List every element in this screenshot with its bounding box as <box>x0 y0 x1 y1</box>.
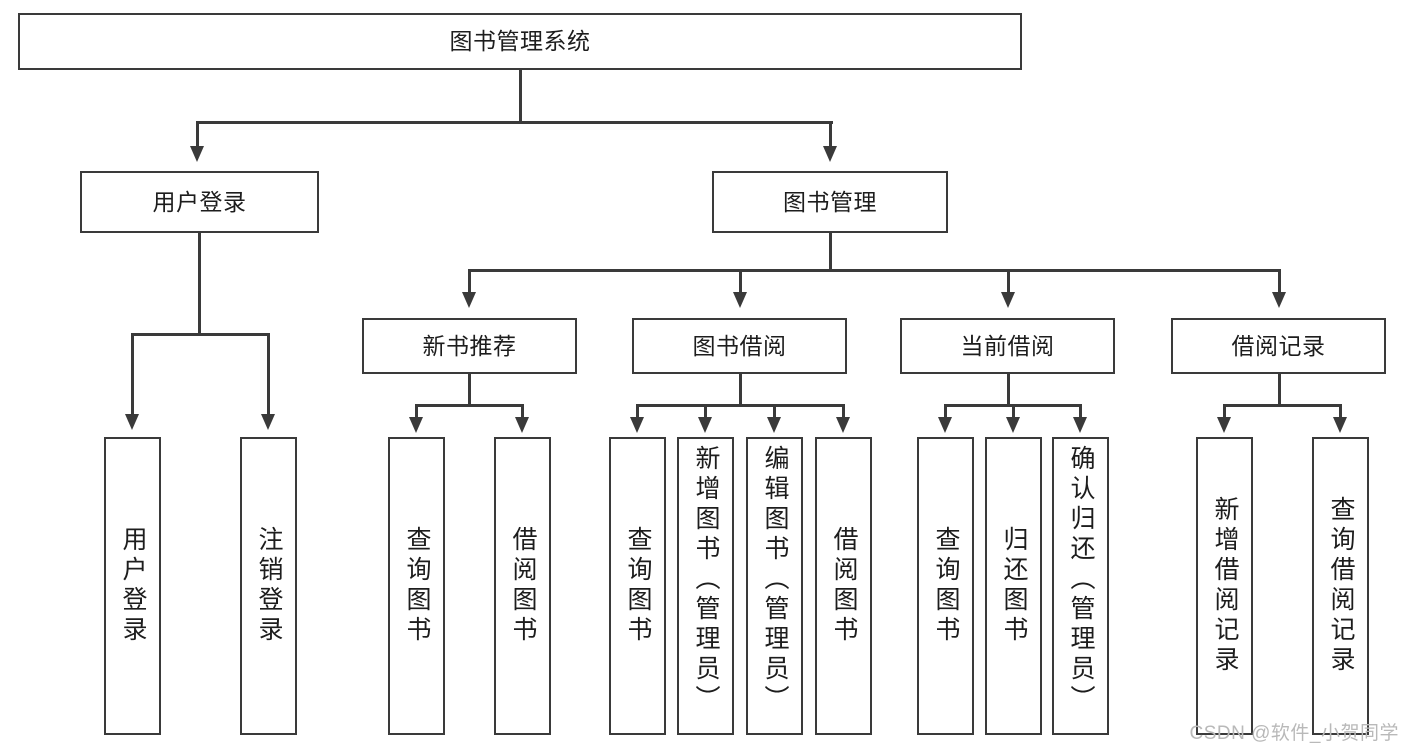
connector-root-down <box>519 70 522 123</box>
node-label: 新增借阅记录 <box>1211 496 1239 676</box>
connector-current-borrow-child-2 <box>1012 404 1015 420</box>
arrowhead-user-login-child-2 <box>261 414 275 430</box>
node-book-borrow[interactable]: 图书借阅 <box>632 318 847 374</box>
node-label: 新增图书（管理员） <box>692 445 720 715</box>
node-label: 图书借阅 <box>692 332 787 359</box>
arrowhead-to-borrow-record <box>1272 292 1286 308</box>
connector-to-book-manage <box>829 121 832 149</box>
leaf-query-book-current[interactable]: 查询图书 <box>917 437 974 735</box>
node-label: 注销登录 <box>255 526 283 646</box>
connector-current-borrow-child-1 <box>944 404 947 420</box>
arrowhead-book-borrow-child-2 <box>698 417 712 433</box>
node-label: 查询图书 <box>932 526 960 646</box>
connector-book-borrow-child-2 <box>704 404 707 420</box>
node-label: 编辑图书（管理员） <box>761 445 789 715</box>
leaf-borrow-book-new[interactable]: 借阅图书 <box>494 437 551 735</box>
leaf-return-book[interactable]: 归还图书 <box>985 437 1042 735</box>
connector-borrow-record-down <box>1278 374 1281 406</box>
arrowhead-current-borrow-child-2 <box>1006 417 1020 433</box>
node-label: 借阅图书 <box>830 526 858 646</box>
connector-book-borrow-down <box>739 374 742 406</box>
node-label: 确认归还（管理员） <box>1067 445 1095 715</box>
leaf-confirm-return-admin[interactable]: 确认归还（管理员） <box>1052 437 1109 735</box>
arrowhead-book-borrow-child-3 <box>767 417 781 433</box>
connector-book-manage-bus <box>468 269 1280 272</box>
connector-new-book-child-2 <box>521 404 524 420</box>
arrowhead-user-login-child-1 <box>125 414 139 430</box>
node-label: 图书管理系统 <box>449 28 591 55</box>
leaf-user-login[interactable]: 用户登录 <box>104 437 161 735</box>
connector-to-book-borrow <box>739 269 742 295</box>
node-label: 图书管理 <box>783 188 877 215</box>
node-label: 查询图书 <box>624 526 652 646</box>
connector-book-borrow-child-3 <box>773 404 776 420</box>
leaf-borrow-book[interactable]: 借阅图书 <box>815 437 872 735</box>
connector-book-borrow-bus <box>636 404 842 407</box>
connector-root-bus <box>196 121 833 124</box>
connector-to-current-borrow <box>1007 269 1010 295</box>
arrowhead-current-borrow-child-1 <box>938 417 952 433</box>
node-label: 借阅图书 <box>509 526 537 646</box>
leaf-query-book-new[interactable]: 查询图书 <box>388 437 445 735</box>
connector-book-borrow-child-4 <box>842 404 845 420</box>
connector-to-user-login <box>196 121 199 149</box>
leaf-add-borrow-record[interactable]: 新增借阅记录 <box>1196 437 1253 735</box>
connector-user-login-child-1 <box>131 333 134 417</box>
connector-borrow-record-child-1 <box>1223 404 1226 420</box>
connector-new-book-bus <box>415 404 523 407</box>
node-label: 用户登录 <box>119 526 147 646</box>
arrowhead-to-book-borrow <box>733 292 747 308</box>
leaf-logout[interactable]: 注销登录 <box>240 437 297 735</box>
connector-borrow-record-child-2 <box>1339 404 1342 420</box>
node-book-management[interactable]: 图书管理 <box>712 171 948 233</box>
node-label: 查询借阅记录 <box>1327 496 1355 676</box>
node-label: 用户登录 <box>152 188 247 215</box>
arrowhead-current-borrow-child-3 <box>1073 417 1087 433</box>
arrowhead-new-book-child-1 <box>409 417 423 433</box>
connector-new-book-down <box>468 374 471 406</box>
node-label: 新书推荐 <box>422 332 517 359</box>
arrowhead-to-user-login <box>190 146 204 162</box>
connector-current-borrow-child-3 <box>1079 404 1082 420</box>
arrowhead-to-current-borrow <box>1001 292 1015 308</box>
arrowhead-to-book-manage <box>823 146 837 162</box>
arrowhead-book-borrow-child-1 <box>630 417 644 433</box>
leaf-edit-book-admin[interactable]: 编辑图书（管理员） <box>746 437 803 735</box>
arrowhead-borrow-record-child-1 <box>1217 417 1231 433</box>
connector-book-borrow-child-1 <box>636 404 639 420</box>
arrowhead-to-new-book <box>462 292 476 308</box>
connector-to-borrow-record <box>1278 269 1281 295</box>
connector-borrow-record-bus <box>1223 404 1341 407</box>
leaf-add-book-admin[interactable]: 新增图书（管理员） <box>677 437 734 735</box>
connector-to-new-book <box>468 269 471 295</box>
node-borrow-record[interactable]: 借阅记录 <box>1171 318 1386 374</box>
arrowhead-book-borrow-child-4 <box>836 417 850 433</box>
node-user-login[interactable]: 用户登录 <box>80 171 319 233</box>
arrowhead-new-book-child-2 <box>515 417 529 433</box>
node-current-borrow[interactable]: 当前借阅 <box>900 318 1115 374</box>
node-label: 查询图书 <box>403 526 431 646</box>
leaf-query-borrow-record[interactable]: 查询借阅记录 <box>1312 437 1369 735</box>
node-label: 借阅记录 <box>1231 332 1326 359</box>
leaf-query-book-borrow[interactable]: 查询图书 <box>609 437 666 735</box>
arrowhead-borrow-record-child-2 <box>1333 417 1347 433</box>
connector-current-borrow-down <box>1007 374 1010 406</box>
connector-book-manage-down <box>829 233 832 271</box>
connector-user-login-child-2 <box>267 333 270 417</box>
connector-user-login-bus <box>131 333 267 336</box>
connector-new-book-child-1 <box>415 404 418 420</box>
connector-user-login-down <box>198 233 201 335</box>
node-label: 归还图书 <box>1000 526 1028 646</box>
connector-current-borrow-bus <box>944 404 1079 407</box>
node-new-book-recommend[interactable]: 新书推荐 <box>362 318 577 374</box>
node-root-system[interactable]: 图书管理系统 <box>18 13 1022 70</box>
node-label: 当前借阅 <box>960 332 1055 359</box>
